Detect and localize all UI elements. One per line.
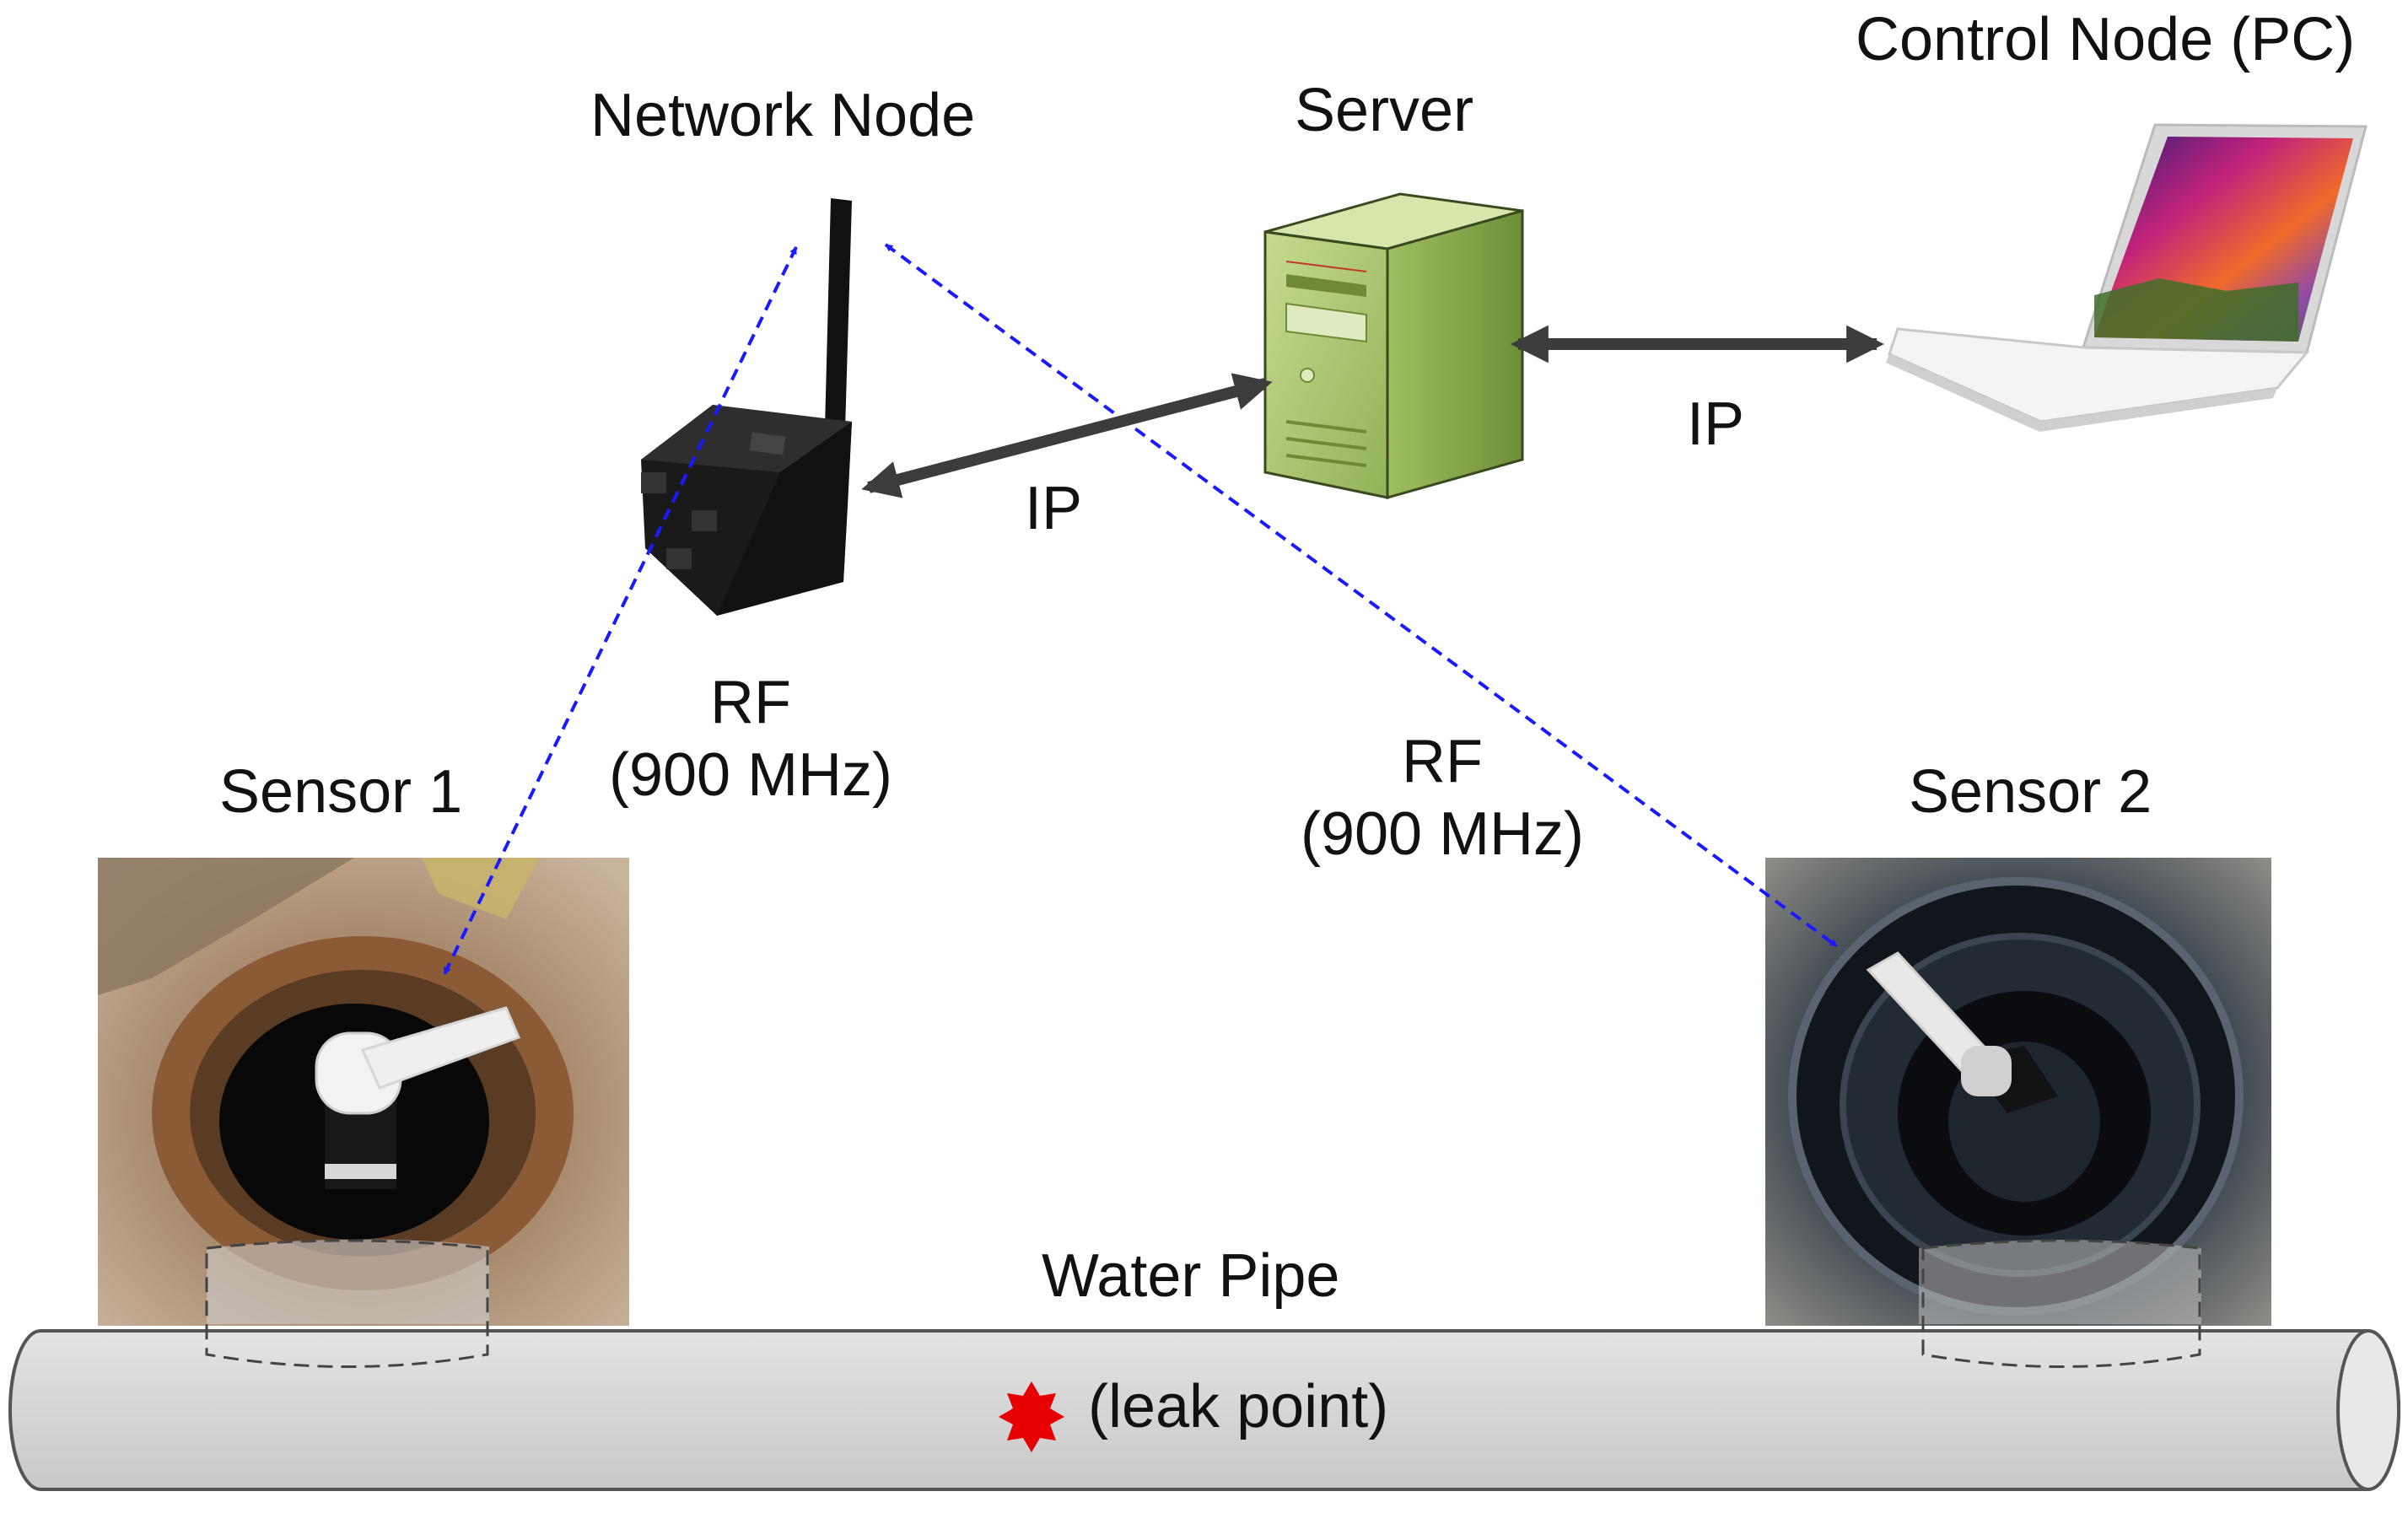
laptop-icon: [1886, 123, 2368, 432]
rf-label-right: RF (900 MHz): [1290, 725, 1594, 871]
rf-label-left-line2: (900 MHz): [608, 741, 893, 810]
rf-label-left-line1: RF: [710, 669, 791, 736]
sensor1-photo: [98, 858, 629, 1326]
sensor1-attachment-outline: [205, 1239, 489, 1368]
rf-label-right-line1: RF: [1402, 728, 1483, 795]
ip-label-right: IP: [1687, 390, 1745, 458]
rf-label-right-line2: (900 MHz): [1300, 800, 1585, 869]
water-pipe: [8, 1329, 2400, 1491]
sensor1-label: Sensor 1: [219, 758, 463, 826]
tower-server-icon: [1263, 192, 1524, 499]
server-label: Server: [1295, 77, 1474, 144]
sensor2-attachment-outline: [1921, 1239, 2201, 1368]
network-node-label: Network Node: [590, 82, 976, 149]
sensor2-photo: [1765, 858, 2271, 1326]
ip-label-left: IP: [1025, 475, 1083, 542]
leak-point-label: (leak point): [1088, 1373, 1389, 1440]
sensor2-label: Sensor 2: [1909, 758, 2152, 826]
rf-label-left: RF (900 MHz): [599, 666, 902, 812]
leak-starburst-icon: [999, 1381, 1064, 1452]
gateway-device-icon: [641, 198, 852, 616]
rf-link-sensor2: [884, 243, 1839, 948]
ip-link-gateway-server: [861, 373, 1273, 498]
control-node-label: Control Node (PC): [1856, 6, 2356, 73]
water-pipe-label: Water Pipe: [1042, 1242, 1340, 1310]
